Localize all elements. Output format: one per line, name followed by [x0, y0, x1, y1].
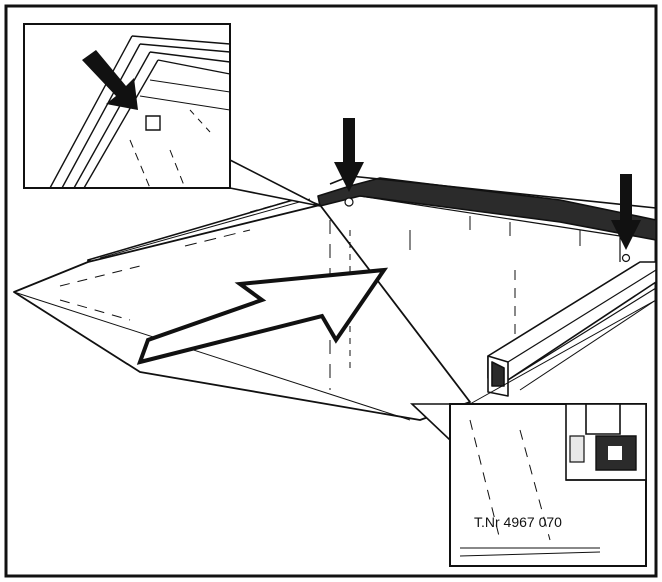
- down-arrow-icon: [334, 118, 364, 192]
- detail-inset-top: [23, 23, 321, 207]
- insert-arrow-icon: [136, 267, 389, 365]
- right-rail: [469, 261, 657, 405]
- back-rail: [317, 177, 657, 241]
- part-number-label: T.Nr 4967 070: [474, 514, 562, 530]
- diagonal-arrow-icon: [82, 50, 138, 110]
- detail-inset-bottom: T.Nr 4967 070: [409, 403, 647, 567]
- down-arrow-icon: [611, 174, 641, 250]
- rail-profile: [565, 403, 647, 481]
